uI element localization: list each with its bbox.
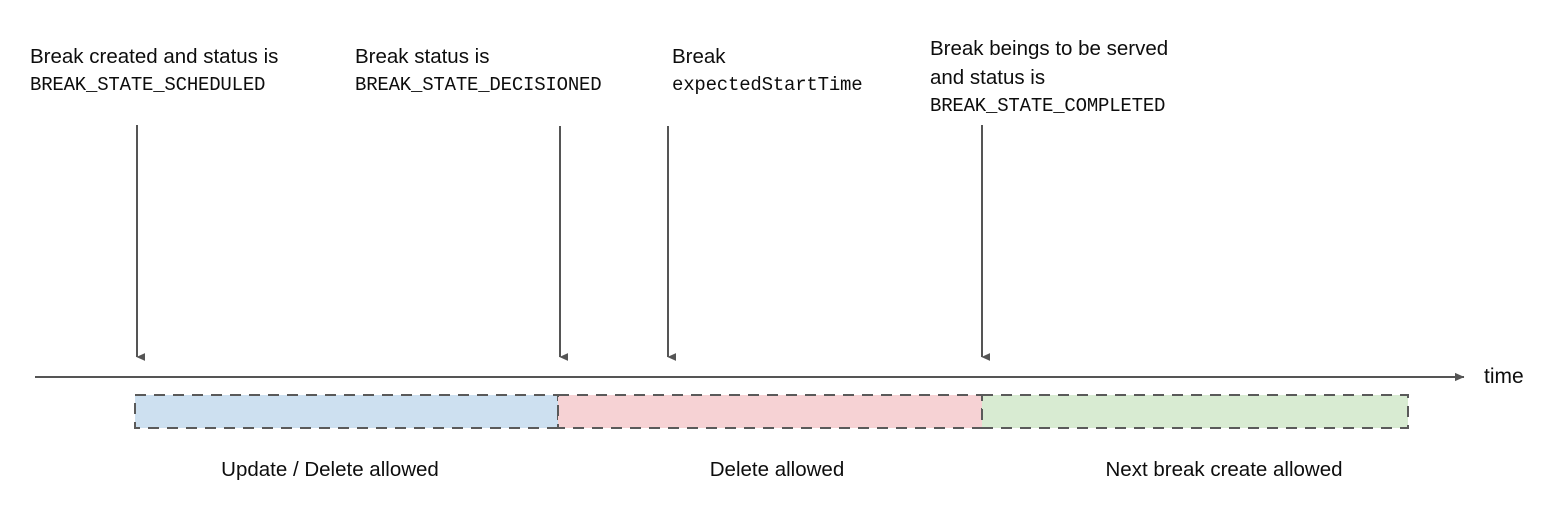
annotation-line-mono: BREAK_STATE_DECISIONED bbox=[355, 74, 602, 96]
annotation-line-mono: BREAK_STATE_COMPLETED bbox=[930, 95, 1166, 117]
phase-caption-update-delete: Update / Delete allowed bbox=[221, 458, 439, 481]
annotation-line-sans: Break status is bbox=[355, 45, 490, 68]
phase-bar-update-delete bbox=[134, 394, 559, 429]
annotation-break-scheduled: Break created and status is BREAK_STATE_… bbox=[30, 42, 278, 100]
annotation-break-completed: Break beings to be served and status is … bbox=[930, 34, 1168, 121]
phase-bar-delete-only bbox=[557, 394, 983, 429]
time-axis-label: time bbox=[1484, 365, 1524, 388]
phase-caption-delete-only: Delete allowed bbox=[709, 458, 845, 481]
annotation-line-mono: expectedStartTime bbox=[672, 74, 863, 96]
annotation-line-sans: Break beings to be served bbox=[930, 37, 1169, 60]
annotation-line-sans: Break created and status is bbox=[30, 45, 279, 68]
annotation-break-decisioned: Break status is BREAK_STATE_DECISIONED bbox=[355, 42, 602, 100]
annotation-line-sans: Break bbox=[672, 45, 726, 68]
annotation-line-mono: BREAK_STATE_SCHEDULED bbox=[30, 74, 266, 96]
phase-caption-next-break-create: Next break create allowed bbox=[1105, 458, 1343, 481]
phase-bar-next-break-create bbox=[981, 394, 1409, 429]
annotation-break-expected-start-time: Break expectedStartTime bbox=[672, 42, 863, 100]
annotation-line-sans: and status is bbox=[930, 66, 1046, 89]
